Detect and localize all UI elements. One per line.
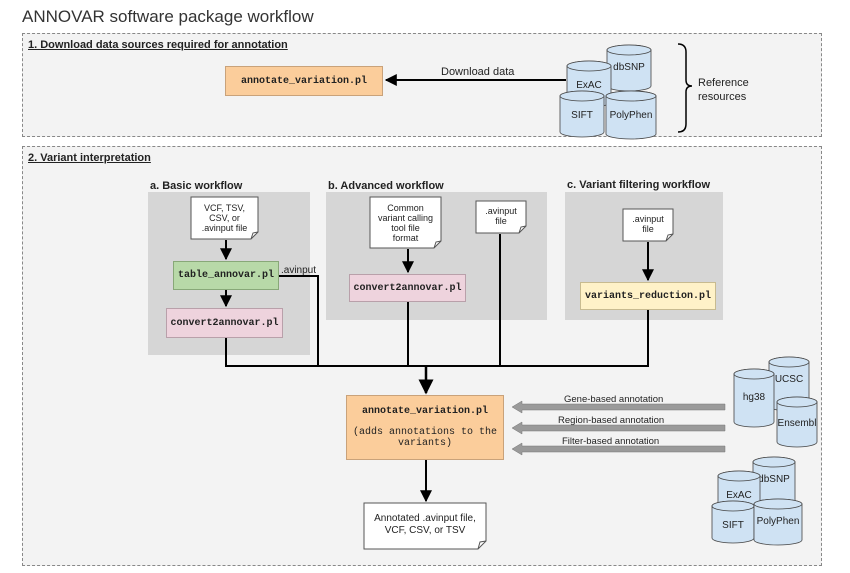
output-doc-shape [363,502,487,550]
ensembl-db-icon: Ensembl [776,396,818,448]
advanced-avinput-doc: .avinput file [476,201,526,231]
dbsnp-db-icon: dbSNP [606,44,652,92]
annotation-arrows [511,400,726,456]
polyphen-db-icon-label: PolyPhen [610,110,653,121]
section1-db-cylinders: dbSNP ExAC SIFT PolyPhen [559,44,657,140]
filtering-workflow-title: c. Variant filtering workflow [567,179,711,191]
exac-db-icon-label: ExAC [576,80,602,91]
dbsnp-db-icon-2-label: dbSNP [758,474,790,485]
annotate-variation-download-box: annotate_variation.pl [225,66,383,96]
output-doc: Annotated .avinput file, VCF, CSV, or TS… [364,503,486,547]
variants-reduction-box: variants_reduction.pl [580,282,716,310]
output-line2: VCF, CSV, or TSV [384,525,466,536]
reference-label-line2: resources [698,91,747,103]
basic-workflow-title: a. Basic workflow [150,180,243,192]
filter-based-label: Filter-based annotation [562,436,660,447]
sift-db-icon: SIFT [559,90,605,138]
polyphen-db-icon: PolyPhen [605,90,657,140]
variant-db-cylinders: dbSNP ExAC SIFT PolyPhen [711,456,803,546]
advanced-avinput-doc-shape [475,200,527,234]
basic-doc-line3: .avinput file [201,223,248,233]
sift-db-icon-2-label: SIFT [722,520,744,531]
gene-based-label: Gene-based annotation [564,394,664,405]
exac-db-icon-2-label: ExAC [726,490,752,501]
advanced-input-doc-shape [369,196,442,249]
download-data-label: Download data [441,66,515,78]
polyphen-db-icon-2: PolyPhen [753,498,803,546]
ensembl-db-icon-label: Ensembl [778,418,817,429]
section-interpretation-title: 2. Variant interpretation [28,152,151,164]
basic-input-doc-shape [190,196,259,240]
table-annovar-box: table_annovar.pl [173,261,279,290]
filtering-avinput-doc-shape [622,208,674,242]
filtering-avinput-line2: file [642,224,654,234]
filtering-avinput-line1: .avinput [632,214,664,224]
advanced-input-doc: Common variant calling tool file format [370,197,441,248]
filtering-avinput-doc: .avinput file [623,209,673,239]
central-box-sub1: (adds annotations to the [352,427,498,438]
ucsc-db-icon-label: UCSC [775,374,803,385]
page-title: ANNOVAR software package workflow [22,7,314,26]
advanced-doc-line2: variant calling [377,212,434,223]
advanced-doc-line3: tool file [391,222,420,233]
section-download-title: 1. Download data sources required for an… [28,39,288,51]
basic-convert2annovar-box: convert2annovar.pl [166,308,283,338]
dbsnp-db-icon-label: dbSNP [613,62,645,73]
advanced-convert2annovar-box: convert2annovar.pl [349,274,466,302]
basic-input-doc: VCF, TSV, CSV, or .avinput file [191,197,258,239]
polyphen-db-icon-2-label: PolyPhen [757,516,800,527]
basic-doc-line2: CSV, or [209,213,240,223]
sift-db-icon-label: SIFT [571,110,593,121]
reference-label-line1: Reference [698,77,749,89]
advanced-avinput-line1: .avinput [485,206,517,216]
reference-bracket [677,43,693,133]
central-annotate-variation-box: annotate_variation.pl (adds annotations … [346,395,504,460]
sift-db-icon-2: SIFT [711,500,755,544]
advanced-doc-line1: Common [387,202,424,213]
central-box-title: annotate_variation.pl [361,406,489,417]
advanced-avinput-line2: file [495,216,507,226]
advanced-doc-line4: format [392,232,419,243]
advanced-workflow-title: b. Advanced workflow [328,180,444,192]
central-box-sub2: variants) [397,438,452,449]
region-based-label: Region-based annotation [558,415,665,426]
hg38-db-icon: hg38 [733,368,775,428]
hg38-db-icon-label: hg38 [743,392,766,403]
reference-resources-label: Reference resources [698,76,749,104]
basic-avinput-label: .avinput [281,265,317,276]
basic-doc-line1: VCF, TSV, [203,203,246,213]
output-line1: Annotated .avinput file, [374,513,476,524]
